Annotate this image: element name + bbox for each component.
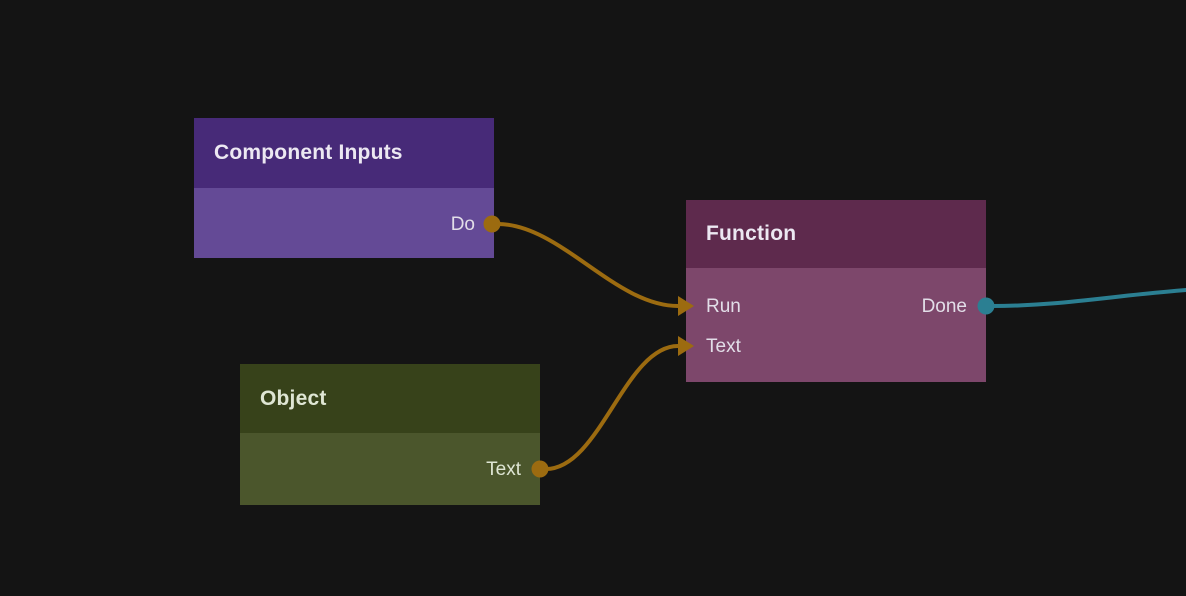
output-port-connector-done[interactable]	[977, 297, 995, 315]
input-port-connector-text[interactable]	[678, 336, 694, 356]
node-function-body: Run Text Done	[686, 268, 986, 382]
output-port-label-done: Done	[921, 295, 967, 317]
output-port-connector-do[interactable]	[483, 215, 501, 233]
node-object-title: Object	[260, 386, 327, 410]
input-port-connector-run[interactable]	[678, 296, 694, 316]
node-object[interactable]: Object Text	[240, 364, 540, 505]
node-component-inputs-title: Component Inputs	[214, 141, 403, 164]
output-port-label-text: Text	[486, 458, 521, 480]
input-port-label-text: Text	[706, 335, 741, 357]
output-port-row-done[interactable]: Done	[686, 293, 986, 319]
node-object-header[interactable]: Object	[240, 364, 540, 433]
output-port-label-do: Do	[450, 213, 475, 235]
node-object-body: Text	[240, 433, 540, 505]
output-port-row-do[interactable]: Do	[194, 211, 494, 237]
node-component-inputs-header[interactable]: Component Inputs	[194, 118, 494, 188]
edge-text-to-text[interactable]	[544, 344, 680, 471]
edge-do-to-run[interactable]	[496, 222, 680, 308]
node-component-inputs[interactable]: Component Inputs Do	[194, 118, 494, 258]
edge-done-out[interactable]	[990, 288, 1186, 308]
node-function-title: Function	[706, 222, 797, 245]
input-port-row-text[interactable]: Text	[686, 333, 986, 359]
node-component-inputs-body: Do	[194, 188, 494, 258]
input-port-label-run: Run	[706, 295, 741, 317]
output-port-connector-object-text[interactable]	[531, 460, 549, 478]
input-port-row-run[interactable]: Run	[686, 293, 986, 319]
node-function-header[interactable]: Function	[686, 200, 986, 268]
node-function[interactable]: Function Run Text Done	[686, 200, 986, 382]
output-port-row-text[interactable]: Text	[240, 456, 540, 482]
